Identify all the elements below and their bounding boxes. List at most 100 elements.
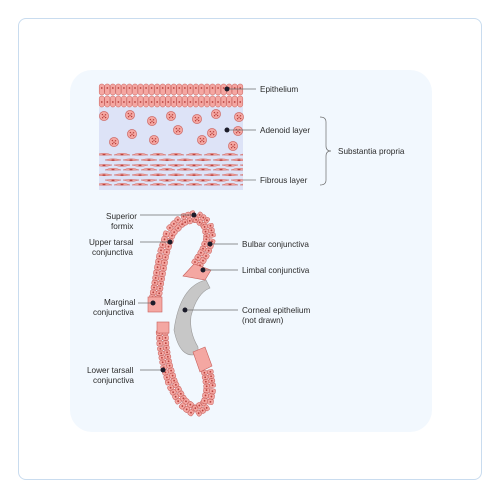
conjunctiva-cell xyxy=(194,254,202,261)
cell-nucleus xyxy=(181,223,184,226)
cell-nucleus xyxy=(211,101,214,103)
cell-nucleus xyxy=(160,277,163,280)
cell-nucleus xyxy=(210,375,212,378)
epithelial-cell xyxy=(182,83,188,96)
cell-nucleus xyxy=(182,397,185,400)
conjunctiva-cell xyxy=(187,217,193,225)
conjunctiva-cell xyxy=(209,232,216,238)
cell-nucleus xyxy=(206,87,208,89)
cell-nucleus xyxy=(156,154,160,156)
conjunctiva-cell xyxy=(162,230,170,238)
conjunctiva-cell xyxy=(208,393,215,400)
cell-nucleus xyxy=(161,101,164,103)
cell-nucleus xyxy=(246,184,249,185)
cell-nucleus xyxy=(239,117,242,120)
cell-nucleus xyxy=(106,101,109,103)
cell-nucleus xyxy=(205,406,208,409)
cell-nucleus xyxy=(209,370,212,373)
cell-nucleus xyxy=(100,101,103,103)
cell-nucleus xyxy=(239,115,242,117)
conjunctiva-cell xyxy=(163,349,171,355)
cell-nucleus xyxy=(211,384,214,387)
cell-nucleus xyxy=(228,164,232,166)
cell-nucleus xyxy=(233,144,236,146)
cell-nucleus xyxy=(174,383,177,386)
conjunctiva-cell xyxy=(201,241,209,247)
cell-nucleus xyxy=(154,277,157,279)
cell-nucleus xyxy=(216,114,219,117)
conjunctiva-cell xyxy=(157,350,165,356)
epithelial-cell xyxy=(154,83,160,96)
cell-nucleus xyxy=(174,184,178,186)
corneal-label-1: Corneal epithelium xyxy=(242,306,310,315)
cell-nucleus xyxy=(117,101,120,103)
cell-nucleus xyxy=(173,231,176,234)
cell-nucleus xyxy=(138,174,142,176)
cell-nucleus xyxy=(159,347,162,350)
upper-tarsal-marker xyxy=(167,239,173,245)
cell-nucleus xyxy=(168,364,171,367)
cell-nucleus xyxy=(246,174,249,175)
cell-nucleus xyxy=(219,169,223,171)
epithelial-cell xyxy=(231,83,238,96)
cell-nucleus xyxy=(212,133,215,136)
epithelial-cell xyxy=(215,83,221,96)
marginal-label-2: conjunctiva xyxy=(93,308,134,317)
cell-nucleus xyxy=(128,87,131,89)
limbal-cap-lower xyxy=(192,346,213,373)
cell-nucleus xyxy=(156,184,160,186)
cell-nucleus xyxy=(190,411,192,414)
epithelial-cell xyxy=(159,83,166,96)
cell-nucleus xyxy=(102,164,106,166)
cell-nucleus xyxy=(189,101,192,103)
cell-nucleus xyxy=(199,137,202,140)
cell-nucleus xyxy=(134,101,136,103)
cell-nucleus xyxy=(130,115,133,118)
cell-nucleus xyxy=(194,120,197,122)
adenoid-cells xyxy=(99,109,244,151)
cell-nucleus xyxy=(210,164,214,166)
cell-nucleus xyxy=(205,255,207,257)
cell-nucleus xyxy=(151,137,154,140)
cell-nucleus xyxy=(129,169,133,171)
cell-nucleus xyxy=(179,392,182,395)
cell-nucleus xyxy=(202,259,204,262)
conjunctiva-cell xyxy=(163,374,171,381)
epithelial-cell xyxy=(237,83,244,96)
cell-nucleus xyxy=(238,131,241,134)
cell-nucleus xyxy=(238,116,240,119)
conjunctiva-cell xyxy=(187,409,195,417)
cell-nucleus xyxy=(111,101,114,103)
cell-nucleus xyxy=(161,272,164,275)
cell-nucleus xyxy=(138,164,142,166)
cell-nucleus xyxy=(147,169,151,171)
cell-nucleus xyxy=(156,174,160,176)
cell-nucleus xyxy=(219,159,223,161)
cell-nucleus xyxy=(246,154,249,155)
cell-nucleus xyxy=(111,143,114,145)
epithelium-marker xyxy=(224,86,230,92)
cell-nucleus xyxy=(171,114,174,116)
conjunctiva-cell xyxy=(172,393,180,400)
cell-nucleus xyxy=(174,164,178,166)
cell-nucleus xyxy=(235,132,238,134)
conjunctiva-cell xyxy=(158,276,165,282)
bulbar-marker xyxy=(207,241,213,247)
cell-nucleus xyxy=(139,101,142,103)
cell-nucleus xyxy=(210,395,213,398)
conjunctiva-cell xyxy=(208,227,215,234)
cell-nucleus xyxy=(153,286,155,289)
cell-nucleus xyxy=(113,141,115,143)
cell-nucleus xyxy=(101,117,104,119)
cell-nucleus xyxy=(127,112,130,115)
conjunctiva-cell xyxy=(156,335,163,341)
cell-nucleus xyxy=(127,116,130,118)
cell-nucleus xyxy=(233,87,236,89)
cell-nucleus xyxy=(168,117,171,119)
cell-nucleus xyxy=(178,87,181,89)
conjunctiva-cell xyxy=(207,398,214,405)
cell-nucleus xyxy=(212,131,215,133)
cell-nucleus xyxy=(213,115,216,117)
cell-nucleus xyxy=(239,87,242,89)
